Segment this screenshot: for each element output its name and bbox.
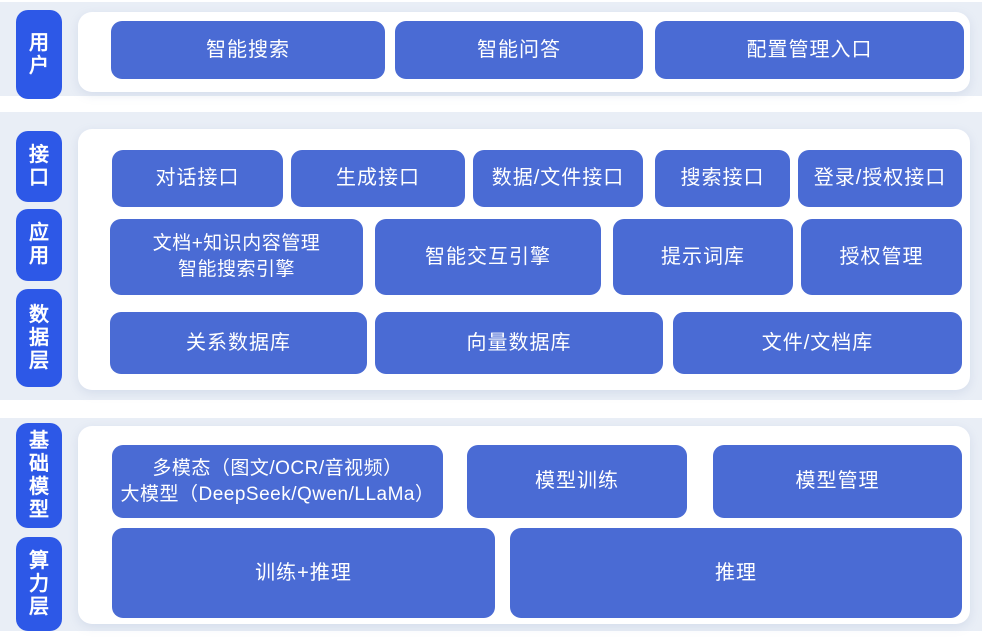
- box-smart-search: 智能搜索: [111, 21, 385, 79]
- layer-label-interface: 接口: [16, 131, 62, 202]
- box-auth-management: 授权管理: [801, 219, 962, 295]
- box-multimodal-llm: 多模态（图文/OCR/音视频） 大模型（DeepSeek/Qwen/LLaMa）: [112, 445, 443, 518]
- box-vector-database: 向量数据库: [375, 312, 663, 374]
- box-search-api: 搜索接口: [655, 150, 790, 207]
- layer-label-compute-layer: 算力层: [16, 537, 62, 631]
- box-prompt-library: 提示词库: [613, 219, 793, 295]
- layer-label-application: 应用: [16, 209, 62, 281]
- box-inference: 推理: [510, 528, 962, 618]
- box-file-document-store: 文件/文档库: [673, 312, 962, 374]
- box-model-training: 模型训练: [467, 445, 687, 518]
- box-smart-qa: 智能问答: [395, 21, 643, 79]
- box-data-file-api: 数据/文件接口: [473, 150, 643, 207]
- box-config-management-entry: 配置管理入口: [655, 21, 964, 79]
- box-intelligent-interaction-engine: 智能交互引擎: [375, 219, 601, 295]
- box-generation-api: 生成接口: [291, 150, 465, 207]
- layer-label-base-model: 基础模型: [16, 423, 62, 528]
- box-model-management: 模型管理: [713, 445, 962, 518]
- layer-label-user: 用户: [16, 10, 62, 99]
- box-dialog-api: 对话接口: [112, 150, 283, 207]
- box-login-auth-api: 登录/授权接口: [798, 150, 962, 207]
- box-relational-database: 关系数据库: [110, 312, 367, 374]
- layer-label-data-layer: 数据层: [16, 289, 62, 387]
- box-training-plus-inference: 训练+推理: [112, 528, 495, 618]
- box-doc-knowledge-search-engine: 文档+知识内容管理 智能搜索引擎: [110, 219, 363, 295]
